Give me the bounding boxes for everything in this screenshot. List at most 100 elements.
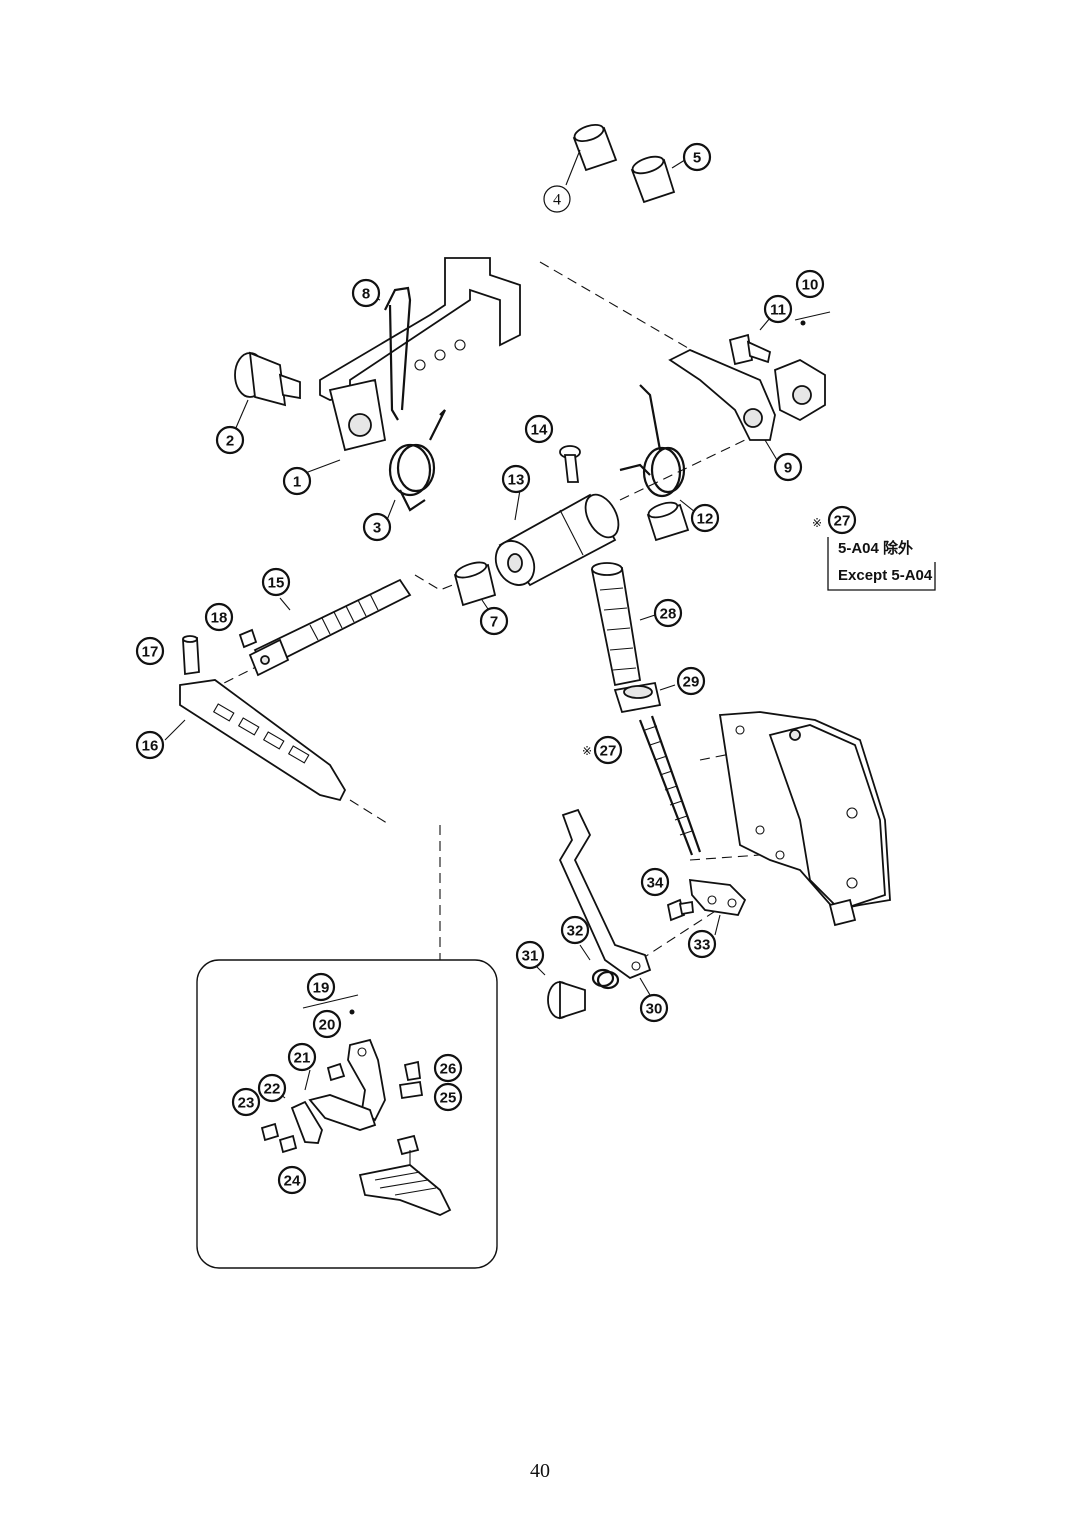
callout-label: 24 (284, 1173, 301, 1190)
part-31-thumbscrew (534, 964, 586, 1020)
callout-11: 11 (763, 294, 793, 324)
callout-9: 9 (773, 452, 803, 482)
callout-label: 30 (646, 1001, 663, 1018)
callout-label: 29 (683, 674, 700, 691)
part-29-nut (613, 681, 676, 714)
callout-circle (593, 735, 623, 765)
callout-circle (515, 940, 545, 970)
callout-circle (312, 1009, 342, 1039)
part-7-bushing (453, 561, 497, 613)
callout-circle (433, 1053, 463, 1083)
callout-label: 18 (211, 610, 228, 627)
callout-circle (690, 503, 720, 533)
callout-33: 33 (687, 929, 717, 959)
callout-label: 10 (802, 277, 819, 294)
callout-circle (543, 185, 571, 213)
callout-4: 4 (543, 185, 571, 213)
callout-27b: 27 (593, 735, 623, 765)
part-27-spring (638, 715, 702, 856)
part-19-presser-foot-assembly (260, 994, 452, 1216)
callout-circle (215, 425, 245, 455)
callout-10: 10 (795, 269, 825, 299)
callout-label: 21 (294, 1050, 311, 1067)
callout-label: 11 (770, 302, 786, 319)
callout-circle (277, 1165, 307, 1195)
callout-circle (287, 1042, 317, 1072)
callout-26: 26 (433, 1053, 463, 1083)
callout-15: 15 (261, 567, 291, 597)
callout-16: 16 (135, 730, 165, 760)
callout-circle (676, 666, 706, 696)
callout-circle (231, 1087, 261, 1117)
callout-circle (795, 269, 825, 299)
callout-2: 2 (215, 425, 245, 455)
part-28-knurled-screw (590, 562, 656, 687)
part-1-bracket (299, 257, 521, 476)
callout-28: 28 (653, 598, 683, 628)
callout-24: 24 (277, 1165, 307, 1195)
part-16-arm (164, 679, 347, 802)
callout-label: 8 (362, 286, 370, 303)
callout-label: 34 (647, 875, 664, 892)
callout-circle (653, 598, 683, 628)
part-11-screw (728, 317, 772, 366)
callout-circle (282, 466, 312, 496)
note-asterisk-mark: ※ (812, 516, 822, 530)
callout-17: 17 (135, 636, 165, 666)
housing-block (718, 711, 891, 927)
inset-frame (196, 959, 498, 1269)
part-32-spring (579, 944, 620, 990)
bushing-small (646, 501, 690, 542)
part-12-coil-spring (619, 384, 696, 513)
callout-label: 3 (373, 520, 381, 537)
callout-label: 14 (531, 422, 548, 439)
callout-label: 1 (293, 474, 301, 491)
callout-13: 13 (501, 464, 531, 494)
part-17-pin (182, 635, 200, 676)
callout-label: 26 (440, 1061, 457, 1078)
note-except-5a04: ※ 5-A04 除外 Except 5-A04 (812, 516, 936, 591)
callout-label: 27 (834, 513, 851, 530)
callout-circle (773, 452, 803, 482)
callout-circle (827, 505, 857, 535)
part-13-cylinder (494, 489, 620, 587)
callout-label: 28 (660, 606, 677, 623)
part-33-plate (688, 878, 747, 936)
callout-label: 20 (319, 1017, 336, 1034)
callout-label: 16 (142, 738, 159, 755)
callout-group: 1234578910111213141516171819202122232425… (135, 142, 857, 1195)
callout-circle (257, 1073, 287, 1103)
part-15-shaft (248, 578, 412, 677)
callout-27a: 27 (827, 505, 857, 535)
callout-circle (682, 142, 712, 172)
callout-18: 18 (204, 602, 234, 632)
callout-circle (763, 294, 793, 324)
part-5-bushing (630, 155, 689, 204)
callout-label: 15 (268, 575, 285, 592)
callout-circle (639, 993, 669, 1023)
callout-circle (560, 915, 590, 945)
callout-label: 7 (490, 614, 498, 631)
callout-label: 17 (142, 644, 159, 661)
callout-label: 25 (440, 1090, 457, 1107)
callout-34: 34 (640, 867, 670, 897)
part-10-collar (774, 311, 831, 422)
callout-12: 12 (690, 503, 720, 533)
part-14-screw (559, 445, 581, 483)
callout-19: 19 (306, 972, 336, 1002)
callout-label: 13 (508, 472, 525, 489)
callout-circle (351, 278, 381, 308)
callout-circle (640, 867, 670, 897)
note-line-2: Except 5-A04 (838, 567, 933, 584)
callout-circle (362, 512, 392, 542)
note-line-1: 5-A04 除外 (838, 539, 913, 557)
callout-label: 4 (553, 192, 561, 209)
callout-circle (433, 1082, 463, 1112)
part-18-setscrew (238, 628, 258, 649)
callout-circle (306, 972, 336, 1002)
callout-21: 21 (287, 1042, 317, 1072)
callout-label: 5 (693, 150, 701, 167)
callout-1: 1 (282, 466, 312, 496)
callout-label: 33 (694, 937, 711, 954)
